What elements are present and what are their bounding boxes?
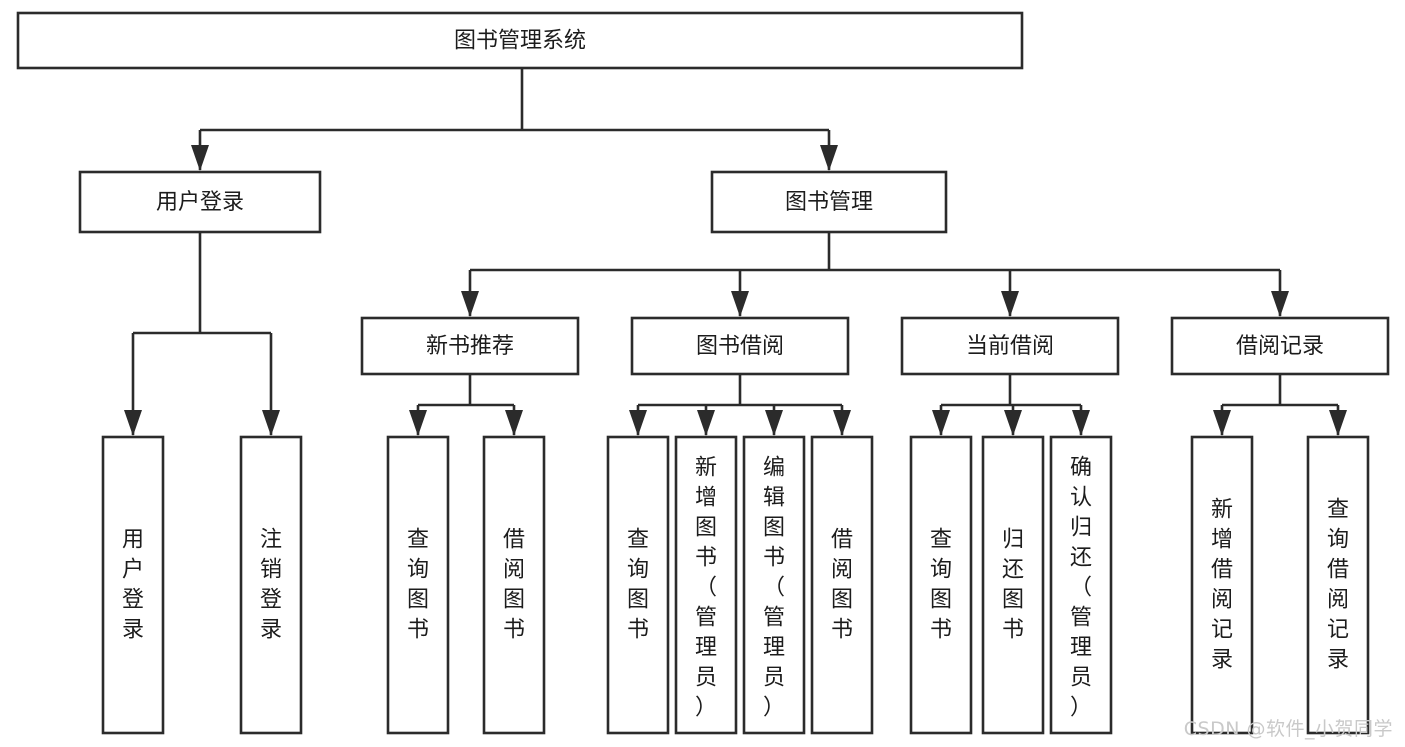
arrow-head-icon-book-borrow (731, 291, 749, 317)
node-label-user-login: 用户登录 (156, 190, 244, 215)
node-label-book-management: 图书管理 (785, 190, 873, 215)
node-box-leaf-user-login (101, 435, 165, 735)
node-label-leaf-edit-book-admin: 编辑图书（管理员） (763, 456, 785, 721)
node-leaf-borrow-book-rec[interactable]: 借阅图书 (482, 435, 546, 735)
node-box-leaf-logout (239, 435, 303, 735)
node-new-book-recommend[interactable]: 新书推荐 (360, 316, 580, 376)
node-current-borrow[interactable]: 当前借阅 (900, 316, 1120, 376)
node-box-leaf-query-book-rec (386, 435, 450, 735)
node-book-borrow[interactable]: 图书借阅 (630, 316, 850, 376)
node-box-leaf-confirm-return-admin (1049, 435, 1113, 735)
node-layer: 图书管理系统用户登录图书管理新书推荐图书借阅当前借阅借阅记录用户登录注销登录查询… (16, 11, 1390, 735)
node-label-leaf-borrow-book: 借阅图书 (831, 528, 853, 643)
arrow-head-icon-leaf-logout (262, 410, 280, 436)
node-leaf-confirm-return-admin[interactable]: 确认归还（管理员） (1049, 435, 1113, 735)
arrow-head-icon-new-book-recommend (461, 291, 479, 317)
node-label-leaf-user-login: 用户登录 (122, 528, 144, 643)
node-box-user-login (78, 170, 322, 234)
csdn-watermark: CSDN @软件_小贺同学 (1183, 718, 1393, 740)
arrow-head-icon-leaf-add-borrow-record (1213, 410, 1231, 436)
arrow-head-icon-leaf-confirm-return-admin (1072, 410, 1090, 436)
node-label-leaf-add-book-admin: 新增图书（管理员） (695, 456, 717, 721)
node-label-leaf-logout: 注销登录 (260, 528, 282, 643)
node-box-leaf-return-book (981, 435, 1045, 735)
arrow-head-icon-user-login (191, 145, 209, 171)
node-user-login[interactable]: 用户登录 (78, 170, 322, 234)
node-box-leaf-add-borrow-record (1190, 435, 1254, 735)
node-leaf-logout[interactable]: 注销登录 (239, 435, 303, 735)
node-box-borrow-record (1170, 316, 1390, 376)
node-box-leaf-borrow-book (810, 435, 874, 735)
arrow-head-icon-book-management (820, 145, 838, 171)
node-box-root (16, 11, 1024, 70)
arrow-head-icon-leaf-query-book-borrow (629, 410, 647, 436)
node-leaf-add-borrow-record[interactable]: 新增借阅记录 (1190, 435, 1254, 735)
node-label-borrow-record: 借阅记录 (1236, 334, 1324, 359)
node-label-leaf-add-borrow-record: 新增借阅记录 (1211, 498, 1233, 673)
node-box-book-management (710, 170, 948, 234)
connector-layer (124, 68, 1347, 436)
node-root[interactable]: 图书管理系统 (16, 11, 1024, 70)
node-leaf-edit-book-admin[interactable]: 编辑图书（管理员） (742, 435, 806, 735)
node-label-leaf-query-book-current: 查询图书 (930, 528, 952, 643)
node-label-leaf-query-borrow-record: 查询借阅记录 (1327, 498, 1349, 673)
node-label-root: 图书管理系统 (454, 29, 586, 54)
node-label-leaf-borrow-book-rec: 借阅图书 (503, 528, 525, 643)
node-box-leaf-query-book-current (909, 435, 973, 735)
node-box-leaf-borrow-book-rec (482, 435, 546, 735)
node-label-current-borrow: 当前借阅 (966, 334, 1054, 359)
node-label-leaf-confirm-return-admin: 确认归还（管理员） (1070, 456, 1092, 721)
arrow-head-icon-leaf-borrow-book (833, 410, 851, 436)
arrow-head-icon-borrow-record (1271, 291, 1289, 317)
arrow-head-icon-leaf-query-book-current (932, 410, 950, 436)
node-leaf-user-login[interactable]: 用户登录 (101, 435, 165, 735)
node-box-leaf-edit-book-admin (742, 435, 806, 735)
node-borrow-record[interactable]: 借阅记录 (1170, 316, 1390, 376)
node-box-current-borrow (900, 316, 1120, 376)
node-label-leaf-query-book-borrow: 查询图书 (627, 528, 649, 643)
node-leaf-borrow-book[interactable]: 借阅图书 (810, 435, 874, 735)
node-box-leaf-add-book-admin (674, 435, 738, 735)
node-leaf-add-book-admin[interactable]: 新增图书（管理员） (674, 435, 738, 735)
arrow-head-icon-leaf-return-book (1004, 410, 1022, 436)
arrow-head-icon-current-borrow (1001, 291, 1019, 317)
arrow-head-icon-leaf-add-book-admin (697, 410, 715, 436)
arrow-head-icon-leaf-user-login (124, 410, 142, 436)
node-label-new-book-recommend: 新书推荐 (426, 334, 514, 359)
node-leaf-query-book-rec[interactable]: 查询图书 (386, 435, 450, 735)
arrow-head-icon-leaf-borrow-book-rec (505, 410, 523, 436)
arrow-head-icon-leaf-query-book-rec (409, 410, 427, 436)
node-leaf-return-book[interactable]: 归还图书 (981, 435, 1045, 735)
node-book-management[interactable]: 图书管理 (710, 170, 948, 234)
arrow-head-icon-leaf-edit-book-admin (765, 410, 783, 436)
node-box-new-book-recommend (360, 316, 580, 376)
node-box-book-borrow (630, 316, 850, 376)
node-label-leaf-return-book: 归还图书 (1002, 528, 1024, 643)
arrow-head-icon-leaf-query-borrow-record (1329, 410, 1347, 436)
node-label-book-borrow: 图书借阅 (696, 334, 784, 359)
node-leaf-query-borrow-record[interactable]: 查询借阅记录 (1306, 435, 1370, 735)
node-leaf-query-book-current[interactable]: 查询图书 (909, 435, 973, 735)
node-leaf-query-book-borrow[interactable]: 查询图书 (606, 435, 670, 735)
node-box-leaf-query-book-borrow (606, 435, 670, 735)
node-label-leaf-query-book-rec: 查询图书 (407, 528, 429, 643)
node-box-leaf-query-borrow-record (1306, 435, 1370, 735)
